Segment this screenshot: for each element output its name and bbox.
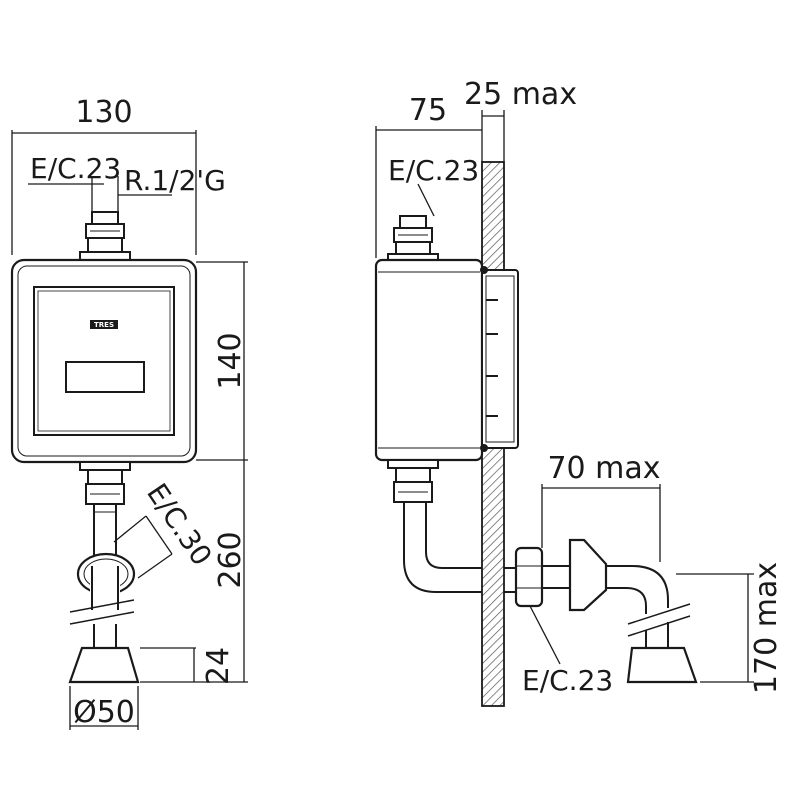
- side-outlet-connector: [387, 459, 439, 503]
- side-view: [374, 110, 754, 707]
- side-nut: [514, 546, 544, 608]
- front-flange-height-label: 24: [201, 647, 236, 685]
- front-body-inner: [17, 265, 191, 457]
- brand-logo-box: [90, 320, 118, 329]
- front-wall-flange: [68, 646, 140, 684]
- height-max-dimension: [676, 573, 754, 683]
- front-panel: [33, 286, 175, 436]
- side-view-labels: 75 25 max E/C.23 70 max E/C.23 170 max: [388, 77, 784, 697]
- inlet-pipe-dimension: [28, 176, 172, 212]
- side-break-lines: [627, 603, 691, 637]
- front-outlet-connector: [79, 461, 131, 505]
- side-body: [374, 258, 484, 462]
- side-rosette: [568, 538, 608, 612]
- side-vertical-elbow: [606, 565, 669, 608]
- side-floor-flange: [626, 646, 698, 684]
- side-offset-label: 70 max: [547, 451, 660, 486]
- wall-thickness-dimension: [482, 110, 505, 162]
- front-flange-diameter-label: Ø50: [73, 695, 135, 730]
- front-break-lines: [69, 599, 135, 625]
- side-inlet-connector: [387, 215, 439, 261]
- front-panel-inner: [37, 290, 171, 432]
- mounting-plate: [481, 269, 519, 449]
- front-view: TRES: [10, 130, 248, 730]
- front-width-label: 130: [75, 95, 132, 130]
- front-inlet-connector: [79, 211, 131, 261]
- brand-logo: TRES: [94, 321, 114, 329]
- sensor-window: [65, 361, 145, 393]
- side-wall-label: 25 max: [464, 77, 577, 112]
- flange-diameter-dimension: [69, 686, 139, 730]
- side-height-max-label: 170 max: [749, 562, 784, 694]
- drop-dimension: [196, 460, 248, 683]
- side-outlet-thread-label: E/C.23: [522, 664, 613, 697]
- front-drop-label: 260: [213, 531, 248, 588]
- mounting-plate-slots: [486, 299, 498, 417]
- side-depth-label: 75: [409, 93, 447, 128]
- front-inlet-pipe-label: R.1/2'G: [124, 164, 226, 197]
- flange-height-dimension: [140, 647, 196, 683]
- side-elbow-pipe: [403, 502, 482, 593]
- front-inlet-thread-label: E/C.23: [30, 152, 121, 185]
- offset-dimension: [541, 484, 661, 562]
- side-inlet-thread-label: E/C.23: [388, 154, 479, 187]
- side-depth-dimension: [375, 110, 483, 258]
- front-pipe: [93, 504, 117, 556]
- front-height-dimension: [196, 261, 248, 461]
- front-width-dimension: [11, 130, 197, 255]
- outlet-thread-dimension: [113, 515, 173, 579]
- front-height-label: 140: [213, 332, 248, 389]
